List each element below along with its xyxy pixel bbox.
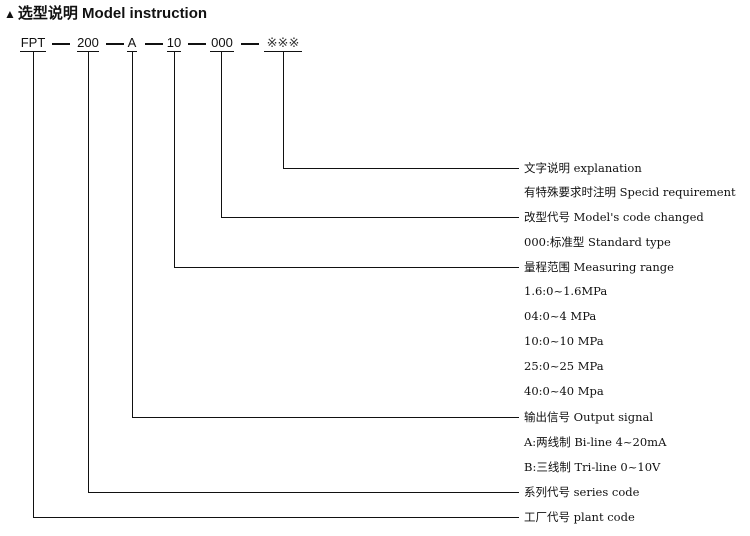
code-underline (210, 51, 234, 52)
label-range-10: 10:0~10 MPa (524, 334, 604, 348)
label-standard-type: 000:标准型 Standard type (524, 235, 671, 249)
connector-range-horizontal (174, 267, 519, 268)
label-explanation: 文字说明 explanation (524, 161, 642, 175)
connector-special-horizontal (283, 168, 519, 169)
code-segment-range: 10 (166, 35, 182, 50)
connector-series-vertical (88, 51, 89, 492)
connector-output-horizontal (132, 417, 519, 418)
label-bi-line: A:两线制 Bi-line 4~20mA (524, 435, 667, 449)
label-range-04: 04:0~4 MPa (524, 309, 597, 323)
code-segment-type: 000 (211, 35, 233, 50)
label-series-code: 系列代号 series code (524, 485, 640, 499)
code-dash (106, 43, 124, 45)
label-tri-line: B:三线制 Tri-line 0~10V (524, 460, 661, 474)
label-measuring-range: 量程范围 Measuring range (524, 260, 674, 274)
label-output-signal: 输出信号 Output signal (524, 410, 654, 424)
label-range-1-6: 1.6:0~1.6MPa (524, 284, 608, 298)
triangle-marker-icon: ▲ (4, 7, 16, 21)
connector-plant-horizontal (33, 517, 519, 518)
code-dash (241, 43, 259, 45)
connector-type-horizontal (221, 217, 519, 218)
connector-series-horizontal (88, 492, 519, 493)
code-segment-plant: FPT (20, 35, 46, 50)
page-title: ▲选型说明 Model instruction (4, 2, 207, 23)
connector-plant-vertical (33, 51, 34, 517)
code-dash (52, 43, 70, 45)
label-plant-code: 工厂代号 plant code (524, 510, 635, 524)
title-text: 选型说明 Model instruction (17, 5, 208, 22)
connector-type-vertical (221, 51, 222, 217)
connector-special-vertical (283, 51, 284, 168)
code-dash (188, 43, 206, 45)
label-range-40: 40:0~40 Mpa (524, 384, 604, 398)
label-model-code-changed: 改型代号 Model's code changed (524, 210, 704, 224)
label-range-25: 25:0~25 MPa (524, 359, 604, 373)
connector-output-vertical (132, 51, 133, 417)
code-dash (145, 43, 163, 45)
code-segment-series: 200 (77, 35, 99, 50)
label-specid: 有特殊要求时注明 Specid requirement (524, 185, 736, 199)
code-segment-special: ※※※ (266, 35, 300, 50)
connector-range-vertical (174, 51, 175, 267)
code-segment-output: A (127, 35, 137, 50)
